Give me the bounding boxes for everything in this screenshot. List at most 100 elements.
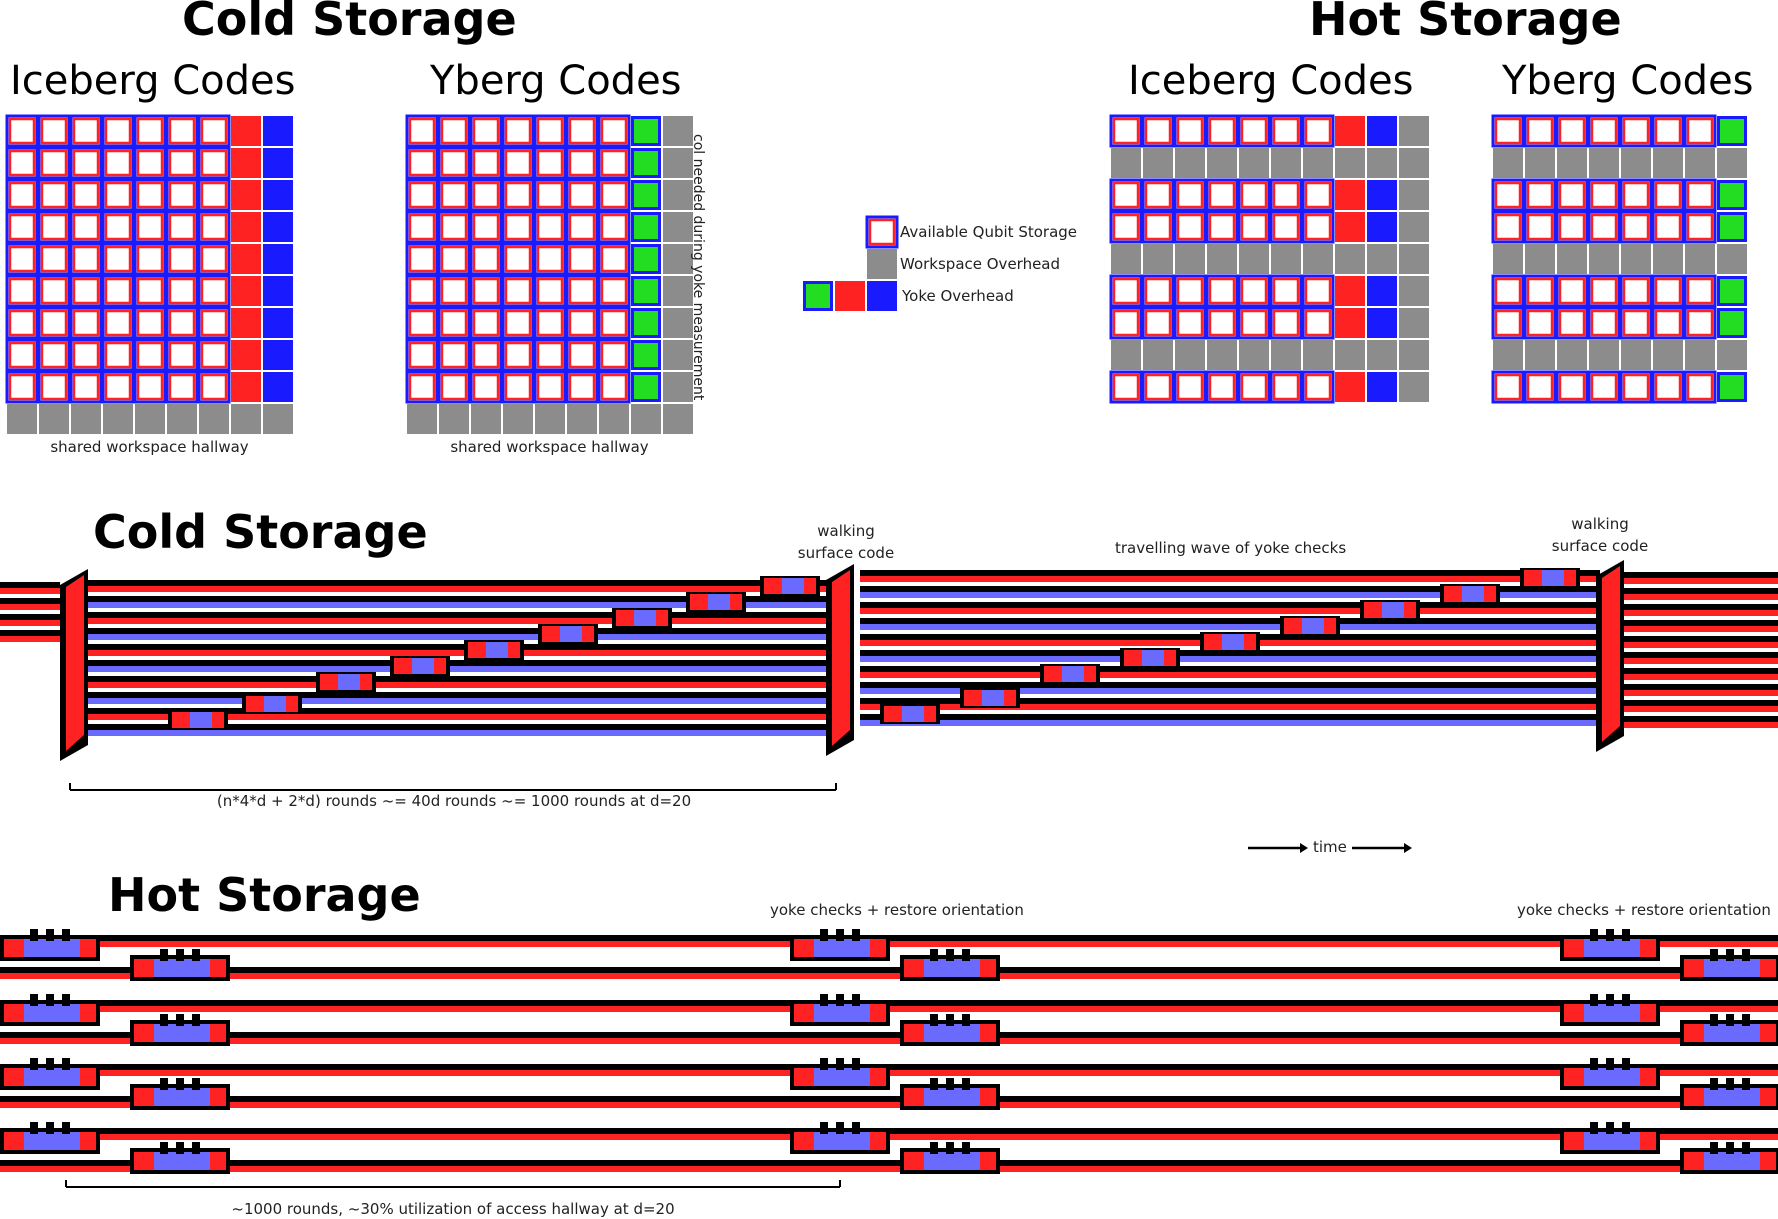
yoke-cluster-red [1684, 1024, 1704, 1042]
available-qubit-inner [72, 341, 100, 369]
yoke-block-red [286, 696, 298, 712]
available-qubit-inner [504, 149, 532, 177]
available-qubit-inner [1240, 181, 1268, 209]
workspace-cell [1399, 308, 1429, 338]
workspace-cell [1367, 148, 1397, 178]
available-qubit-inner [1112, 373, 1140, 401]
available-qubit-inner [1176, 117, 1204, 145]
yoke-block-red [656, 610, 668, 626]
yoke-block-blue [1542, 570, 1564, 586]
yoke-cluster-notch [946, 1142, 954, 1154]
workspace-cell [1303, 148, 1333, 178]
workspace-cell [1303, 244, 1333, 274]
yoke-block-red [1444, 586, 1462, 602]
yoke-cluster-notch [30, 994, 38, 1006]
rail-red [0, 1166, 1778, 1172]
yoke-red-cell [231, 212, 261, 242]
yoke-cluster-red [80, 1004, 96, 1022]
yoke-cluster-red [80, 939, 96, 957]
yoke-block-blue [264, 696, 286, 712]
available-qubit-inner [536, 373, 564, 401]
legend-yoke-blue-swatch [867, 281, 897, 311]
yoke-cluster-notch [1726, 1078, 1734, 1090]
hallway-cell [439, 404, 469, 434]
available-qubit-inner [1304, 117, 1332, 145]
yoke-cluster-red [4, 939, 24, 957]
yoke-cluster-notch [176, 1014, 184, 1026]
available-qubit-inner [1622, 373, 1650, 401]
legend-yoke-label: Yoke Overhead [902, 287, 1014, 305]
yoke-block-red [1244, 634, 1256, 650]
hallway-cell [535, 404, 565, 434]
yoke-green [634, 183, 658, 207]
yoke-cluster-red [1760, 1024, 1776, 1042]
yoke-cluster-notch [1710, 1142, 1718, 1154]
workspace-cell [1271, 340, 1301, 370]
available-qubit-inner [472, 341, 500, 369]
available-qubit-inner [1176, 373, 1204, 401]
workspace-cell [1493, 340, 1523, 370]
available-qubit-inner [536, 213, 564, 241]
rail [860, 656, 1600, 662]
yoke-blue-cell [263, 180, 293, 210]
available-qubit-inner [104, 213, 132, 241]
rail-shadow [0, 598, 60, 604]
rail-shadow [70, 724, 840, 730]
rail [1612, 690, 1778, 696]
yoke-cluster-blue [24, 939, 80, 957]
yoke-block-blue [708, 594, 730, 610]
yoke-block-red [360, 674, 372, 690]
yoke-green [634, 247, 658, 271]
yoke-blue-cell [263, 308, 293, 338]
workspace-col-cell [663, 276, 693, 306]
available-qubit-inner [1622, 181, 1650, 209]
available-qubit-inner [1526, 181, 1554, 209]
rail [1612, 578, 1778, 584]
hot-storage-title: Hot Storage [1309, 0, 1622, 46]
rail [1612, 626, 1778, 632]
yoke-cluster-notch [946, 949, 954, 961]
rail-shadow [860, 666, 1600, 672]
yoke-cluster-blue [924, 1152, 980, 1170]
available-qubit-inner [168, 213, 196, 241]
available-qubit-inner [536, 277, 564, 305]
rail-shadow [0, 630, 60, 636]
available-qubit-inner [1176, 309, 1204, 337]
available-qubit-inner [1144, 277, 1172, 305]
available-qubit-inner [600, 181, 628, 209]
yoke-block-blue [902, 706, 924, 722]
available-qubit-inner [536, 309, 564, 337]
yoke-cluster-red [134, 959, 154, 977]
available-qubit-inner [168, 245, 196, 273]
available-qubit-inner [440, 341, 468, 369]
yoke-cluster-notch [192, 1142, 200, 1154]
walking-surface-code-join-red [1602, 566, 1620, 742]
available-qubit-inner [1526, 117, 1554, 145]
available-qubit-inner [1240, 213, 1268, 241]
available-qubit-inner [200, 245, 228, 273]
yoke-block-red [804, 578, 816, 594]
yoke-cluster-notch [1710, 1014, 1718, 1026]
available-qubit-inner [1494, 309, 1522, 337]
yoke-green [1720, 119, 1744, 143]
available-qubit-inner [104, 277, 132, 305]
available-qubit-inner [72, 277, 100, 305]
yoke-green [1720, 183, 1744, 207]
available-qubit-inner [136, 277, 164, 305]
rail [70, 730, 840, 736]
available-qubit-inner [168, 181, 196, 209]
workspace-cell [1239, 148, 1269, 178]
yoke-cluster-notch [192, 949, 200, 961]
available-qubit-inner [8, 181, 36, 209]
available-qubit-inner [1654, 117, 1682, 145]
yoke-red-cell [1335, 116, 1365, 146]
rail-shadow [1612, 636, 1778, 642]
available-qubit-inner [168, 149, 196, 177]
yoke-cluster-notch [1606, 1122, 1614, 1134]
workspace-cell [1525, 244, 1555, 274]
rail-shadow [70, 660, 840, 666]
available-qubit-inner [600, 245, 628, 273]
available-qubit-inner [200, 181, 228, 209]
available-qubit-inner [1622, 309, 1650, 337]
workspace-cell [1207, 340, 1237, 370]
